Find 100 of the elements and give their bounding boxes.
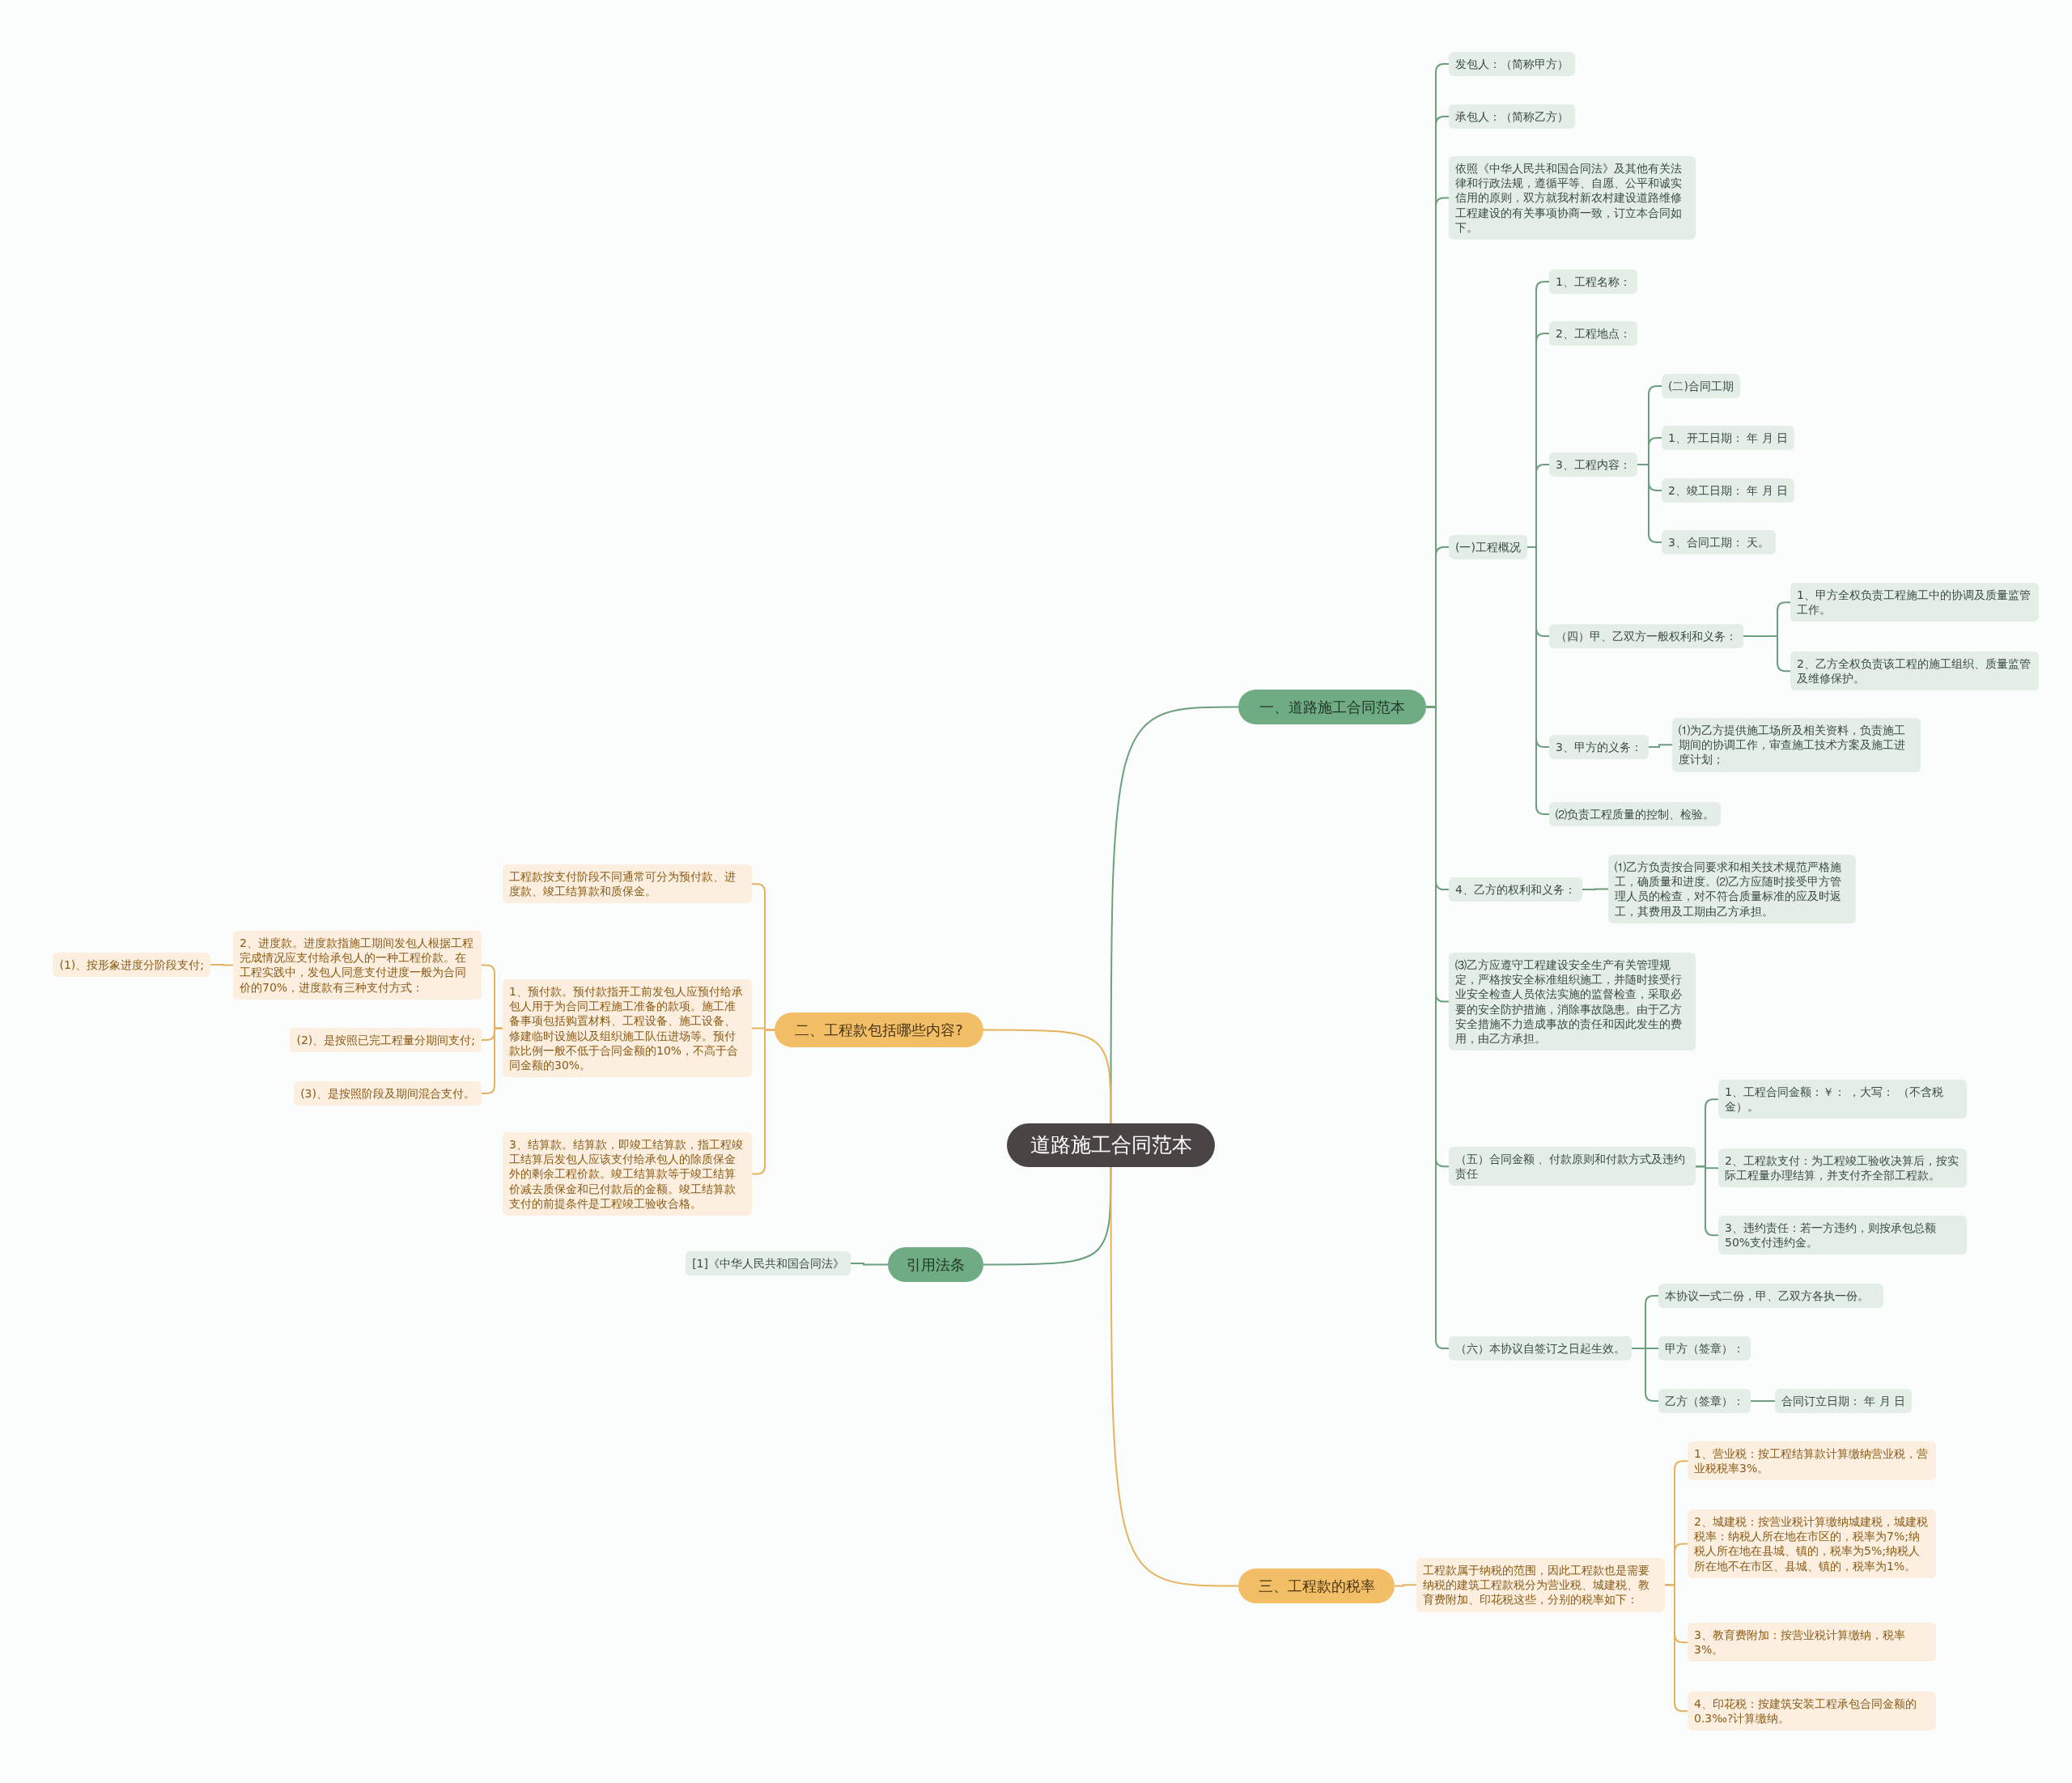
- subtopic-box: [1449, 1147, 1696, 1187]
- subtopic-box: [503, 864, 752, 904]
- subtopic-box: [686, 1251, 851, 1276]
- subtopic-box: [1658, 1336, 1751, 1361]
- topic-text: （五）合同金额 、付款原则和付款方式及违约责任: [1455, 1152, 1687, 1182]
- subtopic-box: [294, 1081, 482, 1106]
- subtopic-box: [1688, 1441, 1936, 1481]
- topic-text: 1、工程合同金额：￥： ，大写： （不含税金）。: [1725, 1085, 1944, 1114]
- topic-text: ⑴乙方负责按合同要求和相关技术规范严格施工，确质量和进度。⑵乙方应随时接受甲方管理人员的检查，对不符合质量标准的应及时返工，其费用及工期由乙方承担。: [1615, 860, 1842, 919]
- branch-topic: [775, 1012, 983, 1047]
- topic-text: 甲方（签章）：: [1665, 1341, 1744, 1356]
- subtopic-box: [1658, 1284, 1883, 1309]
- topic-text: (二)合同工期: [1668, 379, 1734, 394]
- topic-text: 乙方（签章）：: [1665, 1394, 1744, 1409]
- subtopic-box: [503, 979, 752, 1078]
- subtopic-box: [1662, 530, 1777, 555]
- topic-text: [1]《中华人民共和国合同法》: [692, 1256, 844, 1271]
- subtopic-box: [1549, 735, 1649, 760]
- topic-text: 3、教育费附加：按营业税计算缴纳，税率3%。: [1694, 1628, 1906, 1658]
- topic-text: ⑵负责工程质量的控制、检验。: [1556, 807, 1714, 822]
- subtopic-box: [1416, 1558, 1665, 1612]
- subtopic-box: [503, 1132, 752, 1216]
- topic-text: 二、工程款包括哪些内容?: [795, 1021, 963, 1040]
- connector-line: [210, 964, 234, 966]
- subtopic-box: [53, 953, 210, 978]
- connector-line: [983, 1165, 1112, 1266]
- topic-text: 本协议一式二份，甲、乙双方各执一份。: [1665, 1288, 1870, 1304]
- subtopic-box: [1449, 52, 1575, 77]
- subtopic-box: [1718, 1216, 1967, 1255]
- connector-line: [1581, 888, 1609, 891]
- subtopic-box: [1662, 478, 1795, 503]
- topic-text: 3、合同工期： 天。: [1668, 535, 1770, 550]
- topic-text: 1、营业税：按工程结算款计算缴纳营业税，营业税税率3%。: [1694, 1446, 1929, 1476]
- connector-line: [1110, 706, 1239, 1124]
- topic-text: 3、工程内容：: [1556, 457, 1631, 473]
- topic-text: 2、进度款。进度款指施工期间发包人根据工程完成情况应支付给承包人的一种工程价款。在工程实践中，发包人同意支付进度一般为合同价的70%，进度款有三种支付方式：: [240, 936, 474, 995]
- topic-text: 2、竣工日期： 年 月 日: [1668, 483, 1789, 499]
- topic-text: 承包人：（简称乙方）: [1455, 109, 1569, 125]
- topic-text: 引用法条: [906, 1255, 965, 1275]
- topic-text: 依照《中华人民共和国合同法》及其他有关法律和行政法规，遵循平等、自愿、公平和诚实信用的原则，双方就我村新农村建设道路维修工程建设的有关事项协商一致，订立本合同如下。: [1455, 161, 1683, 235]
- topic-text: ⑴为乙方提供施工场所及相关资料，负责施工期间的协调工作，审查施工技术方案及施工进度计划；: [1679, 723, 1906, 767]
- subtopic-box: [1775, 1389, 1913, 1414]
- subtopic-box: [1672, 718, 1921, 772]
- branch-topic: [1238, 690, 1426, 724]
- topic-text: 2、工程款支付：为工程竣工验收决算后，按实际工程量办理结算，并支付齐全部工程款。: [1725, 1153, 1959, 1183]
- subtopic-box: [1449, 535, 1527, 560]
- topic-text: 1、预付款。预付款指开工前发包人应预付给承包人用于为合同工程施工准备的款项。施工准备事项包括购置材料、工程设备、施工设备、修建临时设施以及组织施工队伍进场等。预付款比例一般不低于合同金额的10%，不高于合同金额的30%。: [509, 984, 744, 1073]
- topic-text: 工程款属于纳税的范围，因此工程款也是需要纳税的建筑工程款税分为营业税、城建税、教育费附加、印花税这些，分别的税率如下：: [1423, 1563, 1650, 1607]
- topic-text: 2、城建税：按营业税计算缴纳城建税，城建税税率：纳税人所在地在市区的，税率为7%;纳税人所在地在县城、镇的，税率为5%;纳税人所在地不在市区、县城、镇的，税率为1%。: [1694, 1514, 1929, 1573]
- branch-topic: [888, 1247, 983, 1282]
- topic-text: 3、结算款。结算款，即竣工结算款，指工程竣工结算后发包人应该支付给承包人的除质保金外的剩余工程价款。竣工结算款等于竣工结算价减去质保金和已付款后的金额。竣工结算款支付的前提条件是工程竣工验收合格。: [509, 1137, 744, 1211]
- subtopic-box: [1608, 855, 1856, 923]
- topic-text: 一、道路施工合同范本: [1259, 698, 1405, 717]
- topic-text: 2、工程地点：: [1556, 326, 1631, 342]
- topic-text: 2、乙方全权负责该工程的施工组织、质量监管及维修保护。: [1797, 656, 2032, 686]
- topic-text: 1、开工日期： 年 月 日: [1668, 431, 1789, 446]
- subtopic-box: [1658, 1389, 1751, 1414]
- topic-text: 三、工程款的税率: [1258, 1577, 1375, 1596]
- connector-line: [983, 1029, 1112, 1124]
- subtopic-box: [1718, 1080, 1967, 1119]
- subtopic-box: [1449, 1336, 1632, 1361]
- topic-text: 1、甲方全权负责工程施工中的协调及质量监管工作。: [1797, 588, 2032, 618]
- subtopic-box: [1549, 321, 1637, 346]
- subtopic-box: [1549, 270, 1637, 295]
- subtopic-box: [1688, 1692, 1936, 1731]
- topic-text: (2)、是按照已完工程量分期间支付;: [296, 1033, 475, 1048]
- connector-line: [1743, 635, 1791, 673]
- branch-topic: [1238, 1569, 1395, 1603]
- topic-text: (1)、按形象进度分阶段支付;: [59, 957, 204, 973]
- connector-line: [1750, 1400, 1776, 1403]
- subtopic-box: [1688, 1509, 1936, 1578]
- subtopic-box: [1449, 104, 1575, 129]
- topic-text: 合同订立日期： 年 月 日: [1781, 1394, 1906, 1409]
- topic-text: 4、印花税：按建筑安装工程承包合同金额的0.3‰?计算缴纳。: [1694, 1696, 1917, 1726]
- topic-text: (一)工程概况: [1455, 540, 1521, 555]
- topic-text: 发包人：（简称甲方）: [1455, 57, 1569, 72]
- subtopic-box: [1549, 624, 1743, 649]
- subtopic-box: [1449, 156, 1696, 240]
- topic-text: 4、乙方的权利和义务：: [1455, 882, 1576, 898]
- subtopic-box: [1662, 426, 1795, 451]
- topic-text: 工程款按支付阶段不同通常可分为预付款、进度款、竣工结算款和质保金。: [509, 869, 737, 899]
- subtopic-box: [1790, 583, 2039, 622]
- connector-line: [1110, 1165, 1239, 1587]
- subtopic-box: [1688, 1623, 1936, 1662]
- subtopic-box: [1718, 1148, 1967, 1188]
- subtopic-box: [1662, 374, 1740, 399]
- topic-text: 3、甲方的义务：: [1556, 740, 1642, 755]
- subtopic-box: [290, 1028, 482, 1053]
- topic-text: 1、工程名称：: [1556, 274, 1631, 290]
- central-topic: [1007, 1123, 1215, 1167]
- subtopic-box: [1449, 953, 1696, 1051]
- topic-text: 3、违约责任：若一方违约，则按承包总额50%支付违约金。: [1725, 1221, 1937, 1250]
- connector-line: [1394, 1584, 1417, 1587]
- topic-text: （六）本协议自签订之日起生效。: [1455, 1341, 1625, 1356]
- topic-text: （四）甲、乙双方一般权利和义务：: [1556, 629, 1737, 644]
- connector-line: [850, 1263, 889, 1266]
- topic-text: (3)、是按照阶段及期间混合支付。: [300, 1086, 475, 1102]
- topic-text: ⑶乙方应遵守工程建设安全生产有关管理规定，严格按安全标准组织施工，并随时接受行业安全检查人员依法实施的监督检查，采取必要的安全防护措施，消除事故隐患。由于乙方安全措施不力造成事故的责任和因此发生的费用，由乙方承担。: [1455, 957, 1683, 1046]
- subtopic-box: [1549, 452, 1637, 478]
- subtopic-box: [233, 931, 482, 1000]
